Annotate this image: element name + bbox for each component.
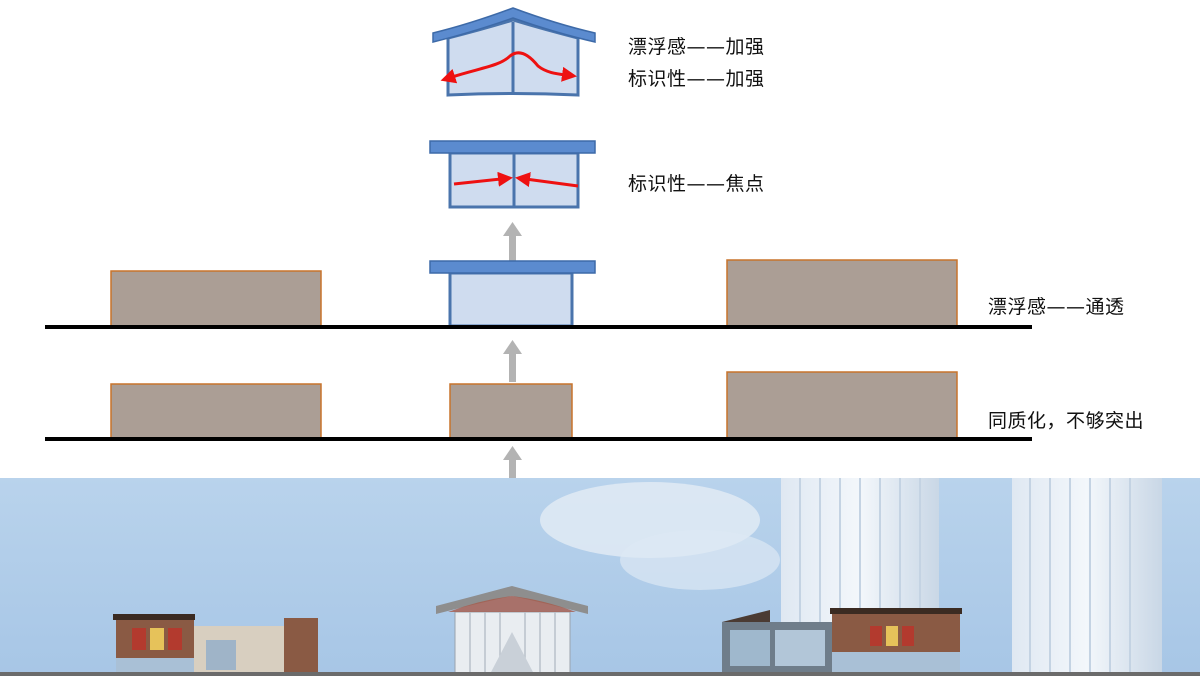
label-identity-stronger: 标识性——加强: [628, 68, 765, 90]
homog-left-block: [110, 383, 322, 439]
gray-arrow-up-2: [503, 340, 522, 382]
ground-line-4: [45, 437, 1032, 441]
floating-right-block: [726, 259, 958, 327]
homog-right-block: [726, 371, 958, 439]
right-pavilion: [722, 608, 962, 672]
floating-center-roof: [429, 260, 596, 274]
tower-glass-2: [1012, 478, 1162, 676]
floating-left-block: [110, 270, 322, 327]
focus-roof: [429, 140, 596, 154]
label-homogeneous: 同质化，不够突出: [988, 410, 1145, 432]
gray-arrow-up-3: [503, 446, 522, 488]
label-floating-stronger: 漂浮感——加强: [628, 36, 765, 58]
stage-curved-roof: [432, 7, 596, 97]
label-identity-focus: 标识性——焦点: [628, 173, 765, 195]
stage-homogeneous: [45, 371, 1032, 441]
street-base: [0, 672, 1200, 676]
floating-center-glass: [448, 271, 574, 328]
gray-arrow-up-1: [503, 222, 522, 264]
red-curve-arrow: [440, 51, 577, 84]
elevation-photo: [0, 478, 1200, 676]
red-arrow-right: [515, 172, 579, 188]
cloud: [620, 530, 780, 590]
ground-line-3: [45, 325, 1032, 329]
stage-focus: [429, 140, 596, 209]
label-floating-transparent: 漂浮感——通透: [988, 296, 1125, 318]
center-canopy-pavilion: [436, 586, 588, 675]
homog-center-block: [449, 383, 573, 439]
stage-floating: [45, 259, 1032, 329]
red-arrow-left: [453, 171, 513, 187]
curved-roof: [432, 7, 596, 43]
left-pavilion: [113, 614, 318, 672]
